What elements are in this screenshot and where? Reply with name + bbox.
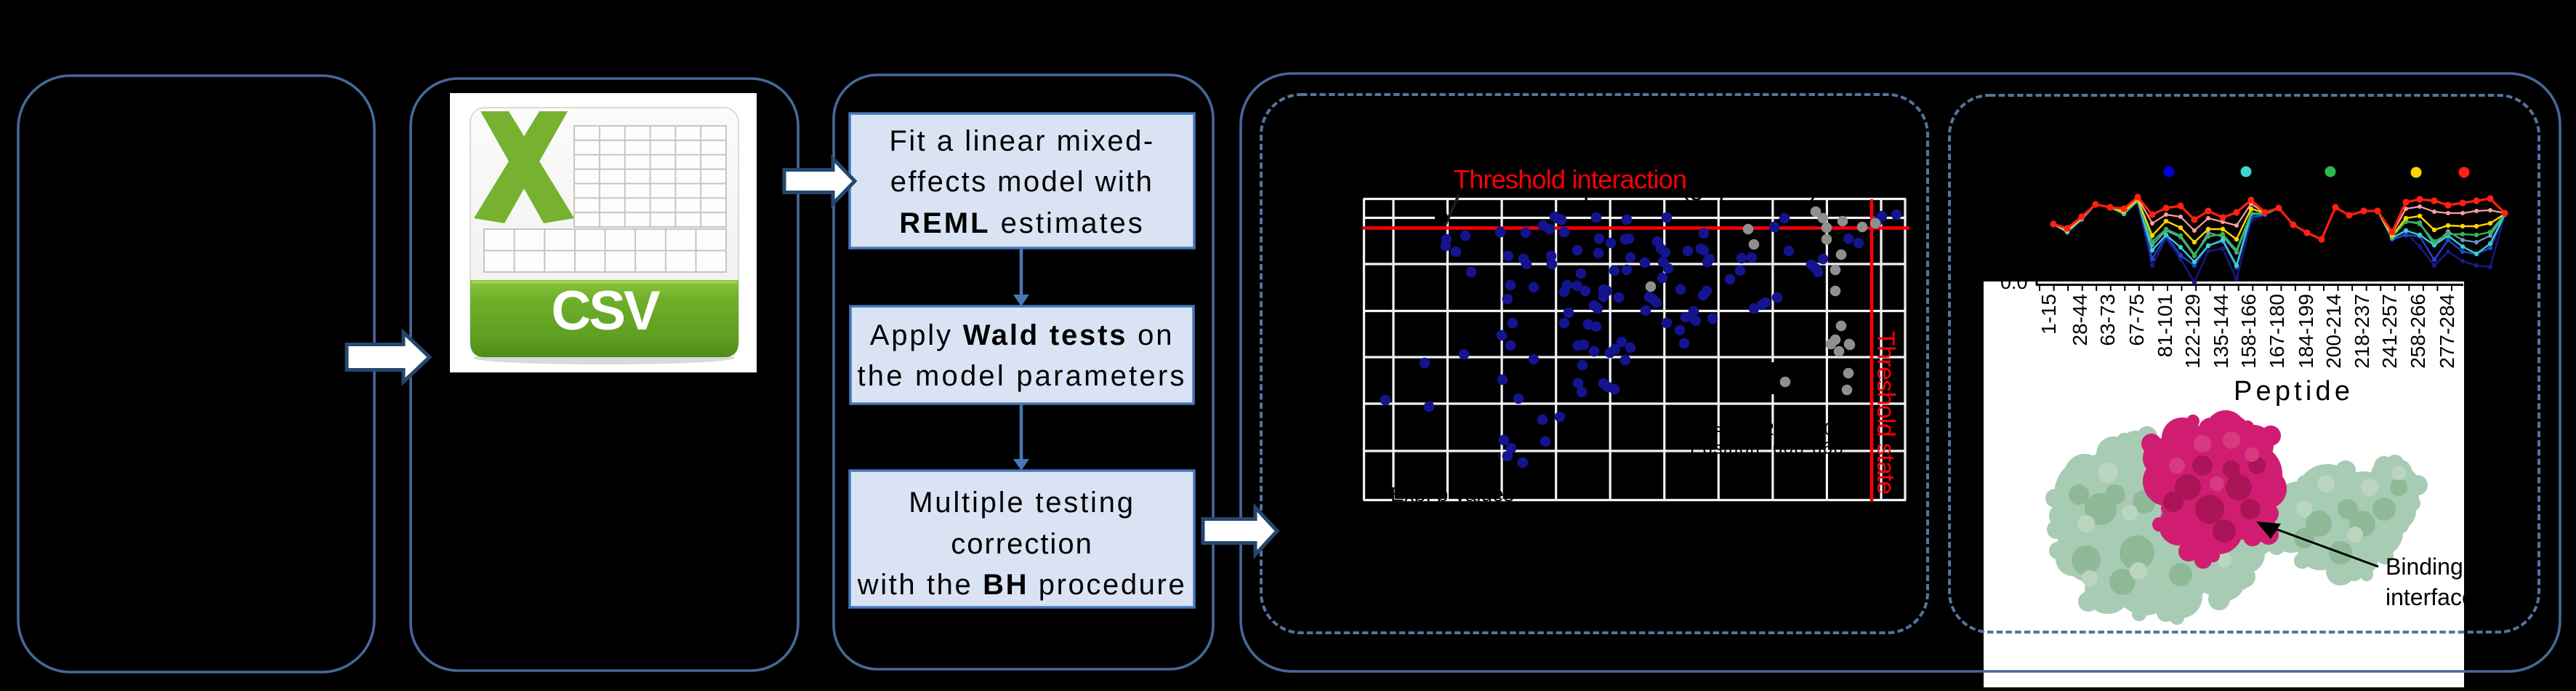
svg-text:81-101: 81-101 bbox=[2154, 294, 2176, 357]
svg-text:0.0: 0.0 bbox=[2000, 271, 2028, 293]
svg-text:Fit a linear mixed-: Fit a linear mixed- bbox=[889, 125, 1154, 157]
svg-text:Multiple testing: Multiple testing bbox=[909, 487, 1135, 519]
svg-text:interface: interface bbox=[2386, 584, 2475, 610]
svg-text:REML estimates: REML estimates bbox=[899, 207, 1145, 239]
svg-text:67-75: 67-75 bbox=[2125, 294, 2148, 346]
svg-text:correction: correction bbox=[951, 528, 1093, 560]
svg-text:122-129: 122-129 bbox=[2181, 294, 2204, 369]
svg-text:184-199: 184-199 bbox=[2295, 294, 2317, 369]
svg-text:258-266: 258-266 bbox=[2407, 294, 2429, 369]
svg-text:200-214: 200-214 bbox=[2322, 294, 2345, 369]
svg-text:218-237: 218-237 bbox=[2351, 294, 2373, 369]
svg-text:167-180: 167-180 bbox=[2266, 294, 2288, 369]
svg-text:1-15: 1-15 bbox=[2037, 294, 2060, 335]
svg-text:28-44: 28-44 bbox=[2069, 294, 2091, 346]
svg-text:Exp. p-values: Exp. p-values bbox=[1390, 483, 1514, 506]
svg-text:Position: 600-660: Position: 600-660 bbox=[1690, 439, 1844, 458]
svg-text:effects model with: effects model with bbox=[890, 166, 1154, 198]
svg-text:p = 0.0023 (p < 0.05): p = 0.0023 (p < 0.05) bbox=[1701, 420, 1864, 439]
svg-text:Apply Wald tests on: Apply Wald tests on bbox=[870, 319, 1175, 351]
svg-text:the model parameters: the model parameters bbox=[857, 360, 1186, 392]
svg-text:Threshold state: Threshold state bbox=[1872, 331, 1899, 495]
svg-text:158-166: 158-166 bbox=[2237, 294, 2260, 369]
svg-text:277-284: 277-284 bbox=[2436, 294, 2458, 369]
svg-text:Binding: Binding bbox=[2386, 554, 2463, 580]
svg-text:Threshold interaction: Threshold interaction bbox=[1454, 164, 1687, 194]
svg-text:with the BH procedure: with the BH procedure bbox=[857, 569, 1187, 601]
svg-text:Interaction position (gap stat: Interaction position (gap states) bbox=[1454, 171, 1819, 201]
svg-text:135-144: 135-144 bbox=[2210, 294, 2232, 369]
svg-text:CSV: CSV bbox=[551, 280, 661, 342]
svg-text:241-257: 241-257 bbox=[2378, 294, 2401, 369]
svg-text:63-73: 63-73 bbox=[2096, 294, 2119, 346]
